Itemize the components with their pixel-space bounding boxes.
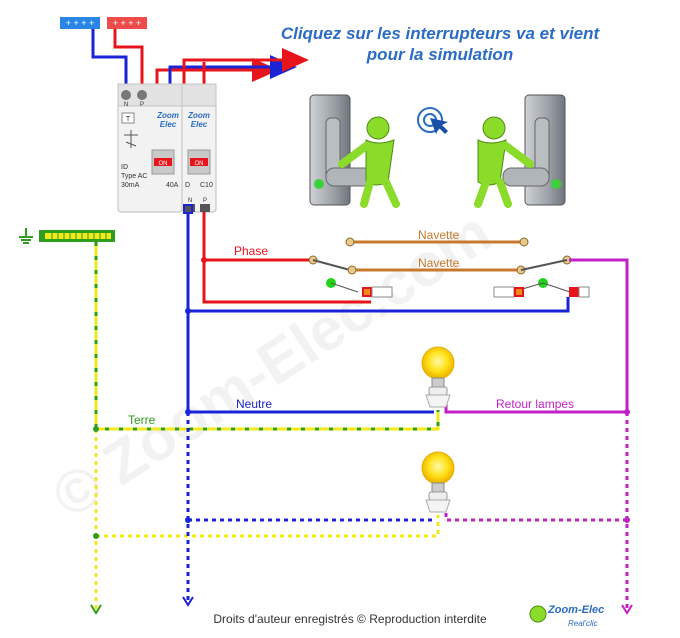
left-switch-contacts[interactable] xyxy=(308,237,393,298)
navette-label-bottom: Navette xyxy=(418,256,460,270)
out-phase-wire-2 xyxy=(182,48,309,88)
svg-text:N: N xyxy=(188,198,192,204)
ground-icon xyxy=(19,228,33,244)
phase-wire-to-led xyxy=(202,260,371,304)
earth-wire xyxy=(94,242,440,431)
svg-text:N: N xyxy=(124,102,128,108)
neutral-wire-to-switch xyxy=(188,297,570,313)
lightbulb-on-icon xyxy=(421,451,455,513)
instruction-title-line2: pour la simulation xyxy=(366,45,514,64)
svg-text:Real'clic: Real'clic xyxy=(568,619,598,628)
svg-text:D: D xyxy=(185,182,190,189)
svg-text:30mA: 30mA xyxy=(121,182,140,189)
instruction-title-line1: Cliquez sur les interrupteurs va et vien… xyxy=(280,24,600,43)
mcb-breaker: Zoom Elec ON D C10 N P xyxy=(181,83,217,213)
right-switch-contacts[interactable] xyxy=(493,237,590,298)
phase-supply-bar: + + + + xyxy=(107,17,147,29)
svg-text:P: P xyxy=(203,198,207,204)
svg-text:ID: ID xyxy=(121,164,128,171)
copyright-footer: Droits d'auteur enregistrés © Reproducti… xyxy=(213,612,487,626)
svg-text:40A: 40A xyxy=(166,182,179,189)
phase-supply-wire xyxy=(113,29,144,88)
svg-text:Elec: Elec xyxy=(160,120,177,129)
neutral-supply-bar: + + + + xyxy=(60,17,100,29)
svg-text:+ + + +: + + + + xyxy=(66,18,95,28)
earth-bar xyxy=(19,228,115,244)
retour-label: Retour lampes xyxy=(496,397,574,411)
neutral-wire-extension xyxy=(182,409,434,607)
svg-text:Zoom: Zoom xyxy=(187,111,210,120)
phase-label: Phase xyxy=(234,244,268,258)
svg-text:Type AC: Type AC xyxy=(121,173,147,180)
svg-text:Zoom: Zoom xyxy=(156,111,179,120)
zoom-elec-logo: Zoom-Elec Real'clic xyxy=(529,604,604,628)
svg-text:Elec: Elec xyxy=(191,120,208,129)
out-phase-wire-1 xyxy=(155,58,279,88)
return-wire xyxy=(444,258,629,414)
switch-man-pushing-icon xyxy=(474,94,566,208)
svg-text:ON: ON xyxy=(159,161,168,167)
click-hand-icon xyxy=(417,107,448,134)
navette-label-top: Navette xyxy=(418,228,460,242)
svg-text:C10: C10 xyxy=(200,182,213,189)
svg-text:+ + + +: + + + + xyxy=(113,18,142,28)
left-switch[interactable] xyxy=(309,94,400,208)
out-neutral-wire xyxy=(168,55,297,88)
rcd-breaker: N P T Zoom Elec ON ID Type AC 30mA 40A xyxy=(117,83,183,213)
lightbulb-on-icon xyxy=(421,346,455,408)
svg-text:T: T xyxy=(126,116,131,123)
neutral-supply-wire xyxy=(91,29,128,88)
return-wire-extension xyxy=(444,412,633,615)
svg-text:ON: ON xyxy=(195,161,204,167)
svg-text:Zoom-Elec: Zoom-Elec xyxy=(547,604,604,616)
neutre-label: Neutre xyxy=(236,397,272,411)
earth-wire-extension xyxy=(90,426,440,615)
switch-man-pushing-icon xyxy=(309,94,400,208)
right-switch[interactable] xyxy=(474,94,566,208)
svg-text:P: P xyxy=(140,102,144,108)
terre-label: Terre xyxy=(128,413,156,427)
